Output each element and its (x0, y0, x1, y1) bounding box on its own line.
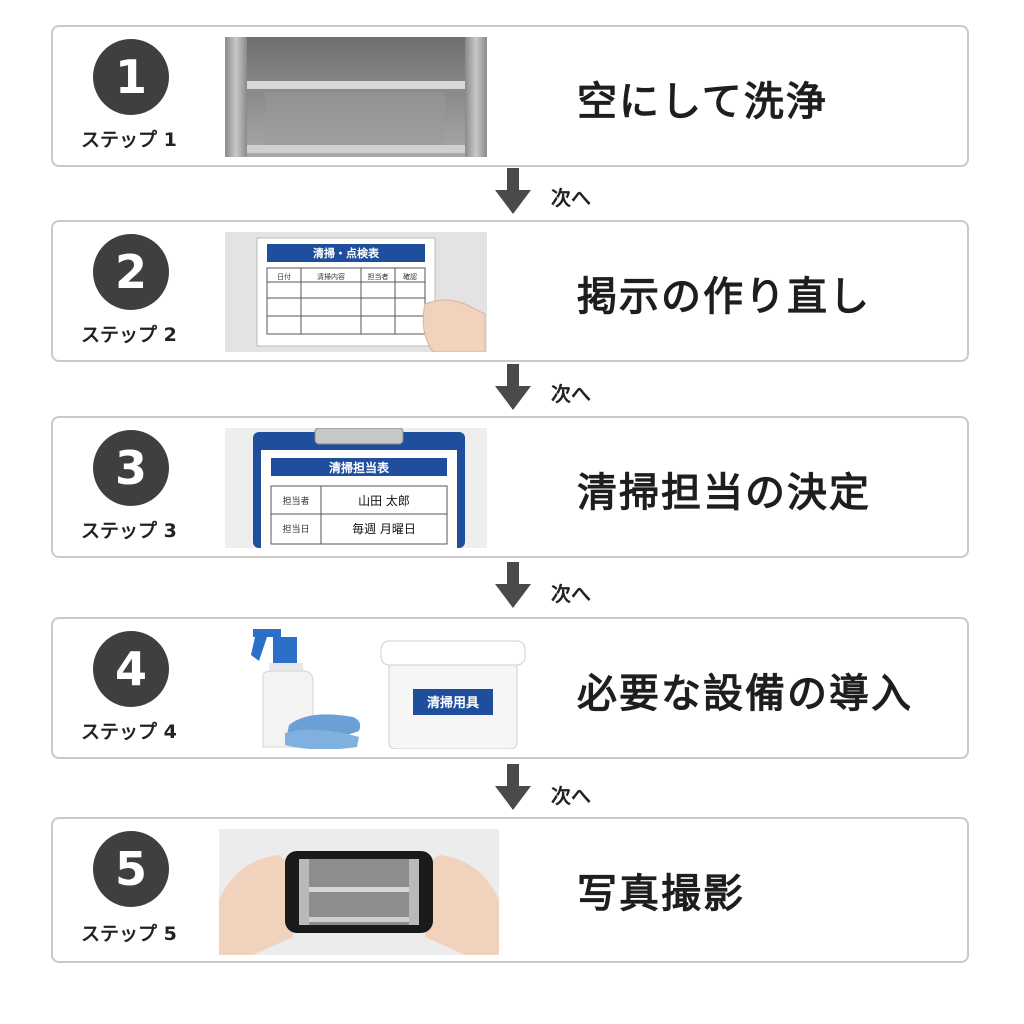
step-card-5: 5 ステップ 5 写真撮影 (51, 817, 969, 963)
cleaning-supplies-photo: 清掃用具 (243, 629, 533, 749)
down-arrow-icon (495, 168, 531, 214)
step-card-3: 3 ステップ 3 清掃担当表 担当者 山田 太郎 担当日 毎週 月曜日 清掃担当… (51, 416, 969, 558)
next-label: 次へ (551, 784, 591, 808)
step-label: ステップ 3 (81, 520, 177, 542)
checklist-sheet-photo: 清掃・点検表 日付 清掃内容 担当者 確認 (225, 232, 487, 352)
row-value: 毎週 月曜日 (352, 521, 416, 536)
next-label: 次へ (551, 186, 591, 210)
step-label: ステップ 4 (81, 721, 177, 743)
next-label: 次へ (551, 382, 591, 406)
down-arrow-icon (495, 364, 531, 410)
down-arrow-icon (495, 562, 531, 608)
step-label: ステップ 2 (81, 324, 177, 346)
step-card-2: 2 ステップ 2 清掃・点検表 日付 清掃内容 担当者 確認 掲示の作り直し (51, 220, 969, 362)
empty-shelf-photo (225, 37, 487, 157)
step-title: 必要な設備の導入 (577, 671, 913, 717)
step-title: 写真撮影 (577, 871, 745, 917)
next-label: 次へ (551, 582, 591, 606)
column-header: 清掃内容 (317, 272, 345, 281)
step-number-badge: 2 (93, 234, 169, 310)
clipboard-photo: 清掃担当表 担当者 山田 太郎 担当日 毎週 月曜日 (225, 428, 487, 548)
row-key: 担当者 (282, 495, 309, 507)
step-number-badge: 4 (93, 631, 169, 707)
step-label: ステップ 1 (81, 129, 177, 151)
row-value: 山田 太郎 (358, 493, 410, 508)
step-title: 掲示の作り直し (577, 274, 871, 320)
step-title: 空にして洗浄 (577, 79, 828, 125)
step-card-1: 1 ステップ 1 空にして洗浄 (51, 25, 969, 167)
step-title: 清掃担当の決定 (577, 470, 871, 516)
box-label: 清掃用具 (427, 695, 479, 711)
column-header: 日付 (277, 272, 291, 281)
down-arrow-icon (495, 764, 531, 810)
sheet-title: 清掃・点検表 (313, 246, 380, 260)
smartphone-photo (219, 829, 499, 955)
board-title: 清掃担当表 (329, 460, 390, 475)
step-label: ステップ 5 (81, 923, 177, 945)
step-number-badge: 3 (93, 430, 169, 506)
step-number-badge: 5 (93, 831, 169, 907)
column-header: 担当者 (368, 272, 389, 281)
column-header: 確認 (403, 272, 417, 281)
row-key: 担当日 (282, 523, 309, 535)
step-number-badge: 1 (93, 39, 169, 115)
step-card-4: 4 ステップ 4 清掃用具 必要な設備の導入 (51, 617, 969, 759)
